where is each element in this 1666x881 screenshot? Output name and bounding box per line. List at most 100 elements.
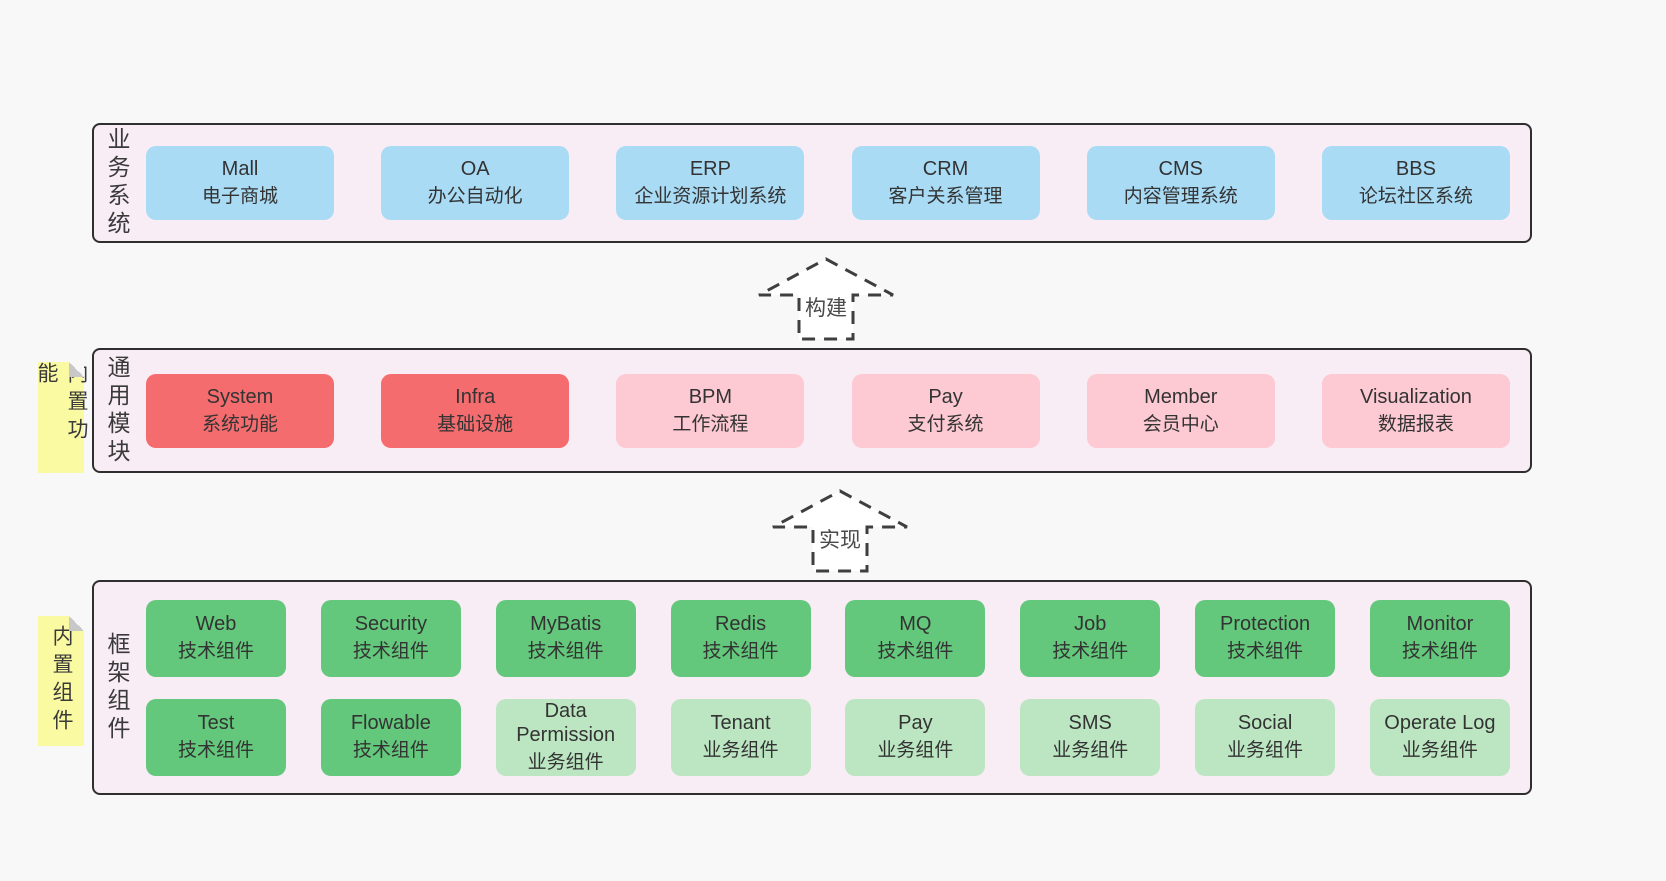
module-box-flowable: Flowable 技术组件 xyxy=(320,698,461,776)
note-built-in-functions: 内置功能 xyxy=(35,362,88,473)
module-desc: 办公自动化 xyxy=(427,186,523,208)
module-box-mybatis: MyBatis 技术组件 xyxy=(495,599,636,677)
module-name: Mall xyxy=(221,158,259,181)
module-desc: 论坛社区系统 xyxy=(1358,186,1473,208)
module-box-system: System 系统功能 xyxy=(146,373,334,448)
module-name: Operate Log xyxy=(1384,712,1496,735)
band-common-modules: 通用模块 System 系统功能 Infra 基础设施 BPM 工作流程 Pay 支付系统 Me… xyxy=(92,348,1532,473)
module-box-security: Security 技术组件 xyxy=(320,599,461,677)
module-box-member: Member 会员中心 xyxy=(1086,373,1275,448)
module-box-mq: MQ 技术组件 xyxy=(845,599,986,677)
module-name: MyBatis xyxy=(530,613,602,636)
module-box-bbs: BBS 论坛社区系统 xyxy=(1321,146,1510,220)
band-common-boxes: System 系统功能 Infra 基础设施 BPM 工作流程 Pay 支付系统 Member 会… xyxy=(140,350,1530,471)
module-name: Pay xyxy=(928,385,963,408)
module-name: Visualization xyxy=(1359,385,1472,408)
arrow-implement: 实现 xyxy=(770,488,910,574)
module-name: BBS xyxy=(1395,158,1436,181)
arrow-implement-label: 实现 xyxy=(819,529,861,552)
module-name: CRM xyxy=(922,158,969,181)
module-desc: 会员中心 xyxy=(1142,413,1219,435)
module-row: System 系统功能 Infra 基础设施 BPM 工作流程 Pay 支付系统 Member 会… xyxy=(146,373,1510,448)
module-desc: 系统功能 xyxy=(201,413,278,435)
note-built-in-functions-label: 内置功能 xyxy=(35,362,88,446)
arrow-build-label: 构建 xyxy=(805,297,847,320)
module-desc: 基础设施 xyxy=(437,413,514,435)
module-name: Member xyxy=(1144,385,1218,408)
module-desc: 业务组件 xyxy=(1052,740,1129,762)
module-name: Test xyxy=(197,712,235,735)
module-name: ERP xyxy=(689,158,731,181)
module-box-crm: CRM 客户关系管理 xyxy=(851,146,1040,220)
note-built-in-components-label: 内置组件 xyxy=(50,625,73,737)
module-desc: 业务组件 xyxy=(877,740,954,762)
module-name: Web xyxy=(195,613,237,636)
module-name: Job xyxy=(1074,613,1107,636)
module-desc: 电子商城 xyxy=(201,186,278,208)
module-desc: 技术组件 xyxy=(1227,641,1304,663)
module-box-pay: Pay 业务组件 xyxy=(845,698,986,776)
module-desc: 业务组件 xyxy=(702,740,779,762)
module-name: Social xyxy=(1237,712,1293,735)
module-desc: 技术组件 xyxy=(702,641,779,663)
module-name: CMS xyxy=(1158,158,1203,181)
module-box-data-permission: Data Permission 业务组件 xyxy=(495,698,636,776)
module-name: Infra xyxy=(455,385,496,408)
module-name: Security xyxy=(354,613,427,636)
module-box-operate-log: Operate Log 业务组件 xyxy=(1369,698,1510,776)
arrow-build: 构建 xyxy=(756,256,896,342)
module-desc: 企业资源计划系统 xyxy=(634,186,787,208)
module-name: Monitor xyxy=(1406,613,1474,636)
module-desc: 业务组件 xyxy=(527,752,604,774)
module-box-monitor: Monitor 技术组件 xyxy=(1369,599,1510,677)
module-box-sms: SMS 业务组件 xyxy=(1020,698,1161,776)
module-box-job: Job 技术组件 xyxy=(1020,599,1161,677)
module-box-oa: OA 办公自动化 xyxy=(381,146,570,220)
module-desc: 客户关系管理 xyxy=(888,186,1003,208)
module-name: MQ xyxy=(899,613,932,636)
module-name: Flowable xyxy=(350,712,431,735)
module-box-protection: Protection 技术组件 xyxy=(1195,599,1336,677)
module-box-mall: Mall 电子商城 xyxy=(146,146,334,220)
module-desc: 技术组件 xyxy=(352,641,429,663)
module-desc: 数据报表 xyxy=(1377,413,1454,435)
module-box-web: Web 技术组件 xyxy=(146,599,286,677)
band-label-common-modules: 通用模块 xyxy=(104,354,130,467)
module-box-social: Social 业务组件 xyxy=(1195,698,1336,776)
module-row: Test 技术组件 Flowable 技术组件 Data Permission 业务组件 T… xyxy=(146,698,1510,776)
up-arrow-icon: 构建 xyxy=(758,257,894,341)
module-desc: 技术组件 xyxy=(352,740,429,762)
module-box-redis: Redis 技术组件 xyxy=(670,599,811,677)
module-desc: 技术组件 xyxy=(1052,641,1129,663)
module-desc: 业务组件 xyxy=(1401,740,1478,762)
module-desc: 技术组件 xyxy=(177,641,254,663)
module-name: Pay xyxy=(898,712,933,735)
module-desc: 技术组件 xyxy=(177,740,254,762)
module-name: Redis xyxy=(714,613,767,636)
module-desc: 技术组件 xyxy=(877,641,954,663)
module-desc: 技术组件 xyxy=(527,641,604,663)
module-name: BPM xyxy=(688,385,733,408)
module-name: System xyxy=(206,385,274,408)
module-box-infra: Infra 基础设施 xyxy=(381,373,570,448)
module-name: OA xyxy=(460,158,490,181)
module-box-test: Test 技术组件 xyxy=(146,698,286,776)
up-arrow-icon: 实现 xyxy=(772,489,908,573)
module-name: SMS xyxy=(1068,712,1112,735)
module-box-bpm: BPM 工作流程 xyxy=(616,373,805,448)
module-desc: 工作流程 xyxy=(672,413,749,435)
module-name: Protection xyxy=(1220,613,1311,636)
band-label-framework-components: 框架组件 xyxy=(104,631,130,744)
module-desc: 业务组件 xyxy=(1227,740,1304,762)
module-desc: 技术组件 xyxy=(1401,641,1478,663)
module-name: Data Permission xyxy=(516,700,616,747)
module-box-pay: Pay 支付系统 xyxy=(851,373,1040,448)
module-desc: 支付系统 xyxy=(907,413,984,435)
